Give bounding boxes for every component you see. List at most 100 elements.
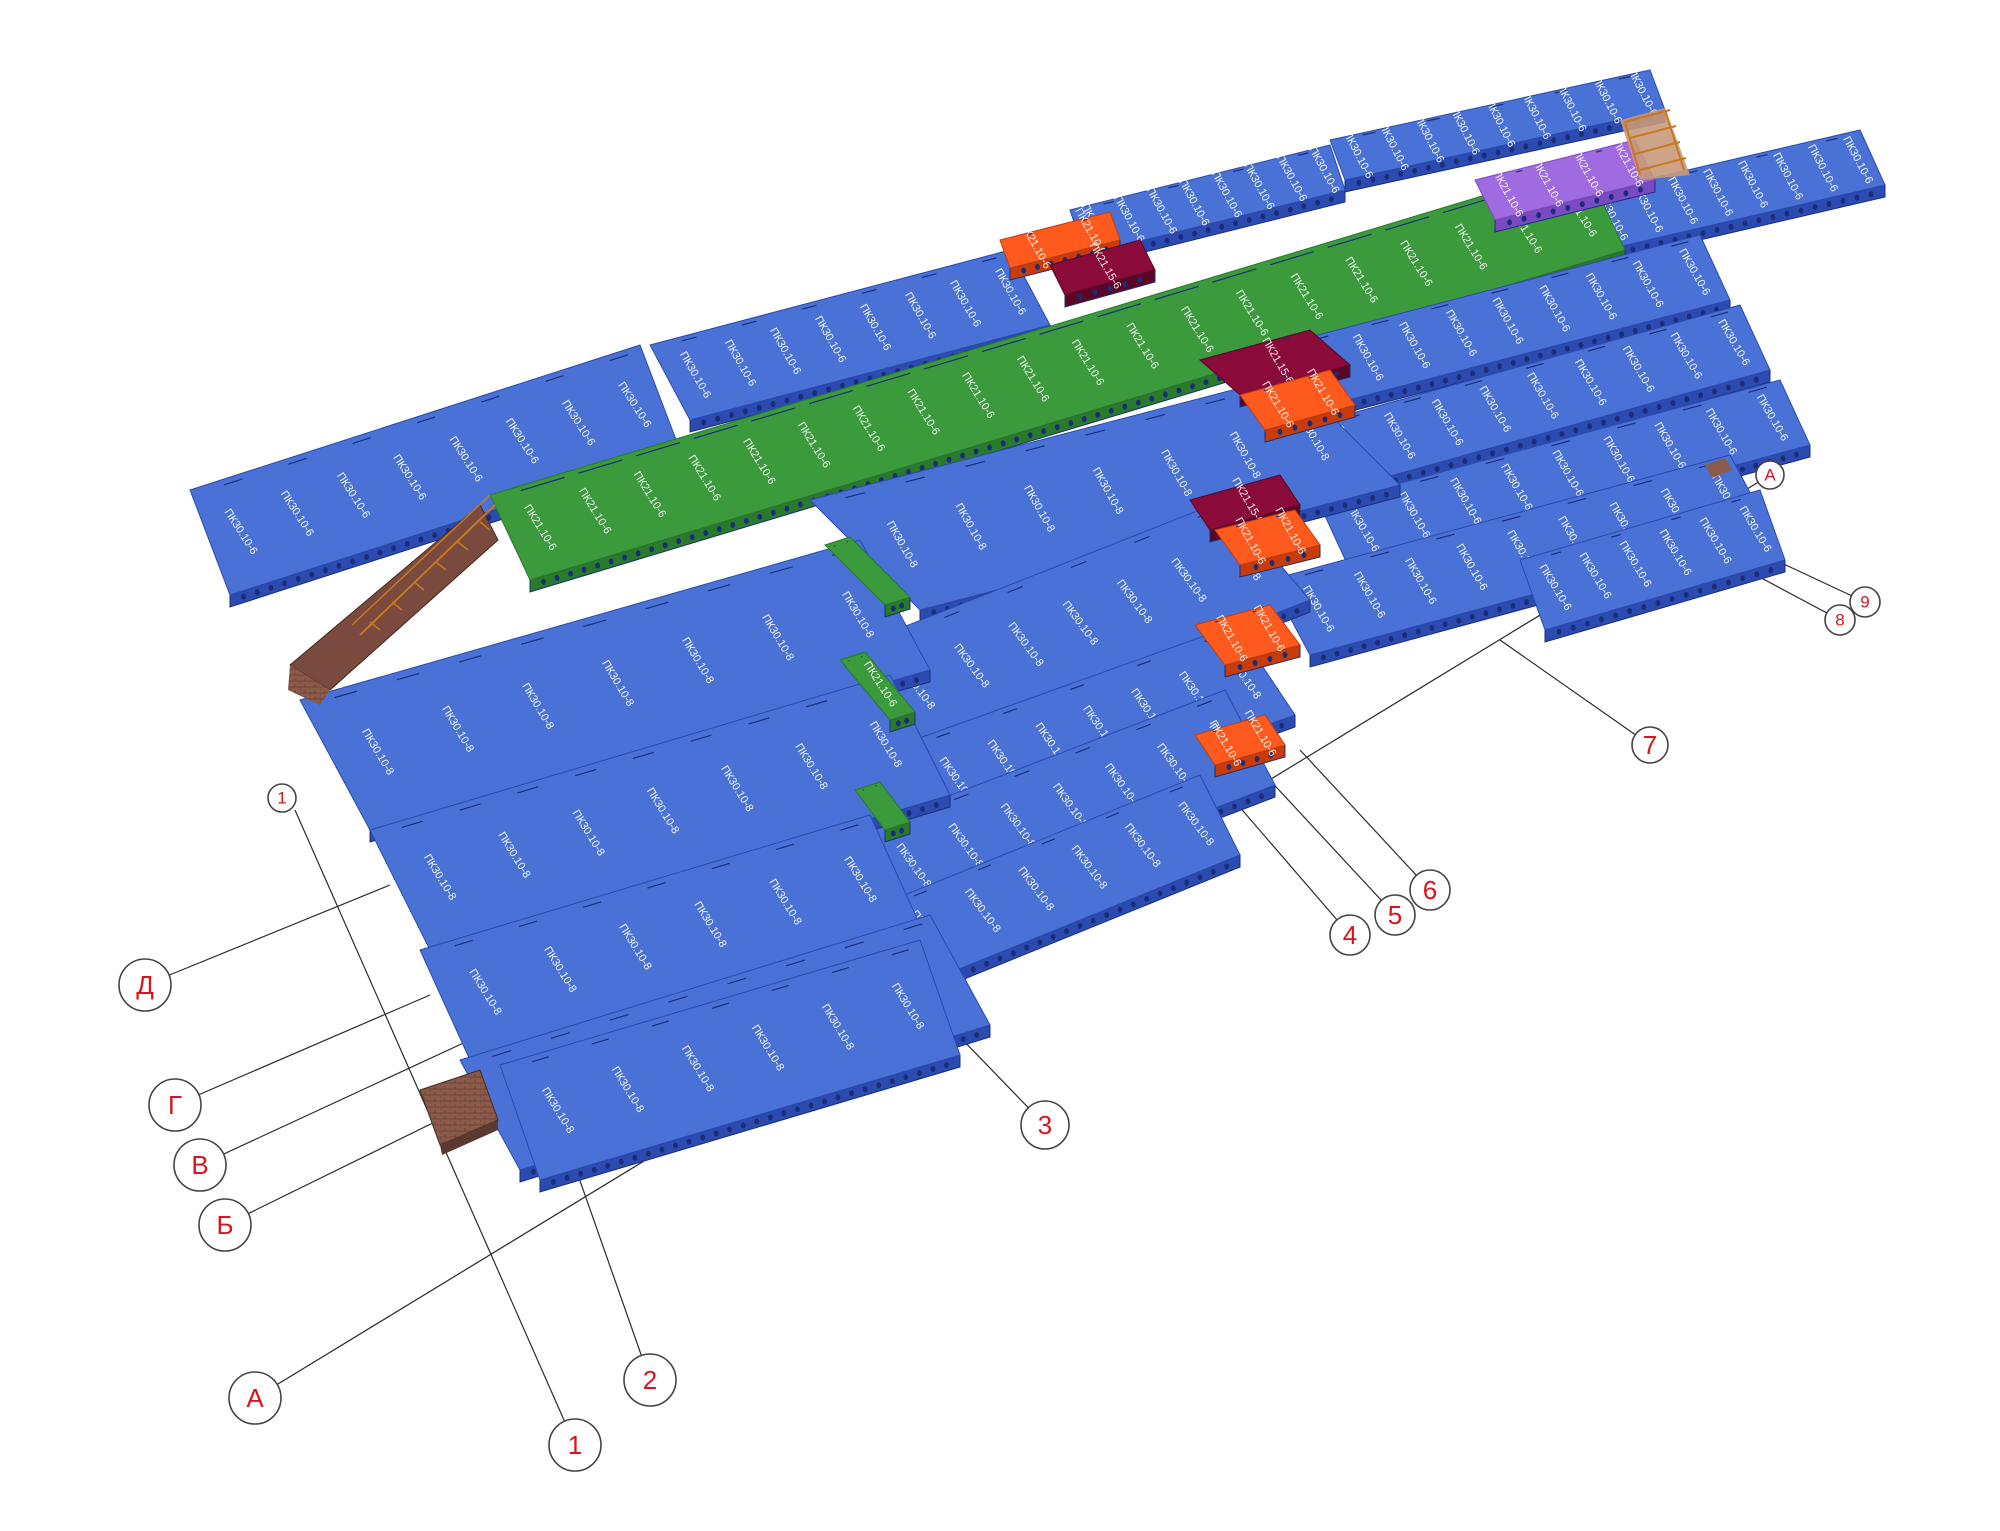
slab-hollow-core xyxy=(1245,798,1251,805)
slab-hollow-core xyxy=(797,501,803,508)
slab-joint-dash xyxy=(1007,585,1024,594)
slab-hollow-core xyxy=(1728,223,1734,230)
slab-hollow-core xyxy=(1420,469,1426,476)
svg-text:А: А xyxy=(246,1383,264,1413)
slab-hollow-core xyxy=(1041,428,1047,435)
slab-joint-dash xyxy=(1587,345,1606,352)
slab-hollow-core xyxy=(1246,216,1252,223)
slab-hollow-core xyxy=(1329,505,1334,512)
slab-hollow-core xyxy=(618,1158,624,1165)
slab-hollow-core xyxy=(1337,412,1343,419)
slab-top-face xyxy=(999,211,1121,269)
slab-hollow-core xyxy=(1388,391,1394,398)
slab-hollow-core xyxy=(1565,345,1570,352)
axis-bubble-V: В xyxy=(173,1138,227,1192)
slab-top-face xyxy=(369,674,951,951)
slab-hollow-core xyxy=(1415,384,1421,391)
slab-joint-dash xyxy=(1526,362,1544,369)
slab-hollow-core xyxy=(1812,204,1818,211)
slab-joint-dash xyxy=(1362,131,1376,136)
slab-hollow-core xyxy=(1550,208,1556,215)
slab-joint-dash xyxy=(1027,232,1033,235)
slab-hollow-core xyxy=(1135,399,1141,406)
slab-joint-dash xyxy=(288,457,307,465)
slab-hollow-core xyxy=(1370,495,1375,502)
slab-joint-dash xyxy=(1617,422,1636,429)
slab-joint-dash xyxy=(770,566,793,574)
slab-joint-dash xyxy=(1370,551,1390,558)
slab-hollow-core xyxy=(1632,327,1638,334)
axis-line-7 xyxy=(1499,639,1651,746)
slab-hollow-core xyxy=(899,602,905,609)
slab-joint-dash xyxy=(1154,285,1199,301)
slab-hollow-core xyxy=(1274,210,1279,217)
slab-hollow-core xyxy=(1712,388,1717,395)
slab-top-face xyxy=(1319,379,1811,571)
slab-hollow-core xyxy=(1579,201,1585,208)
slab-hollow-core xyxy=(1655,600,1661,607)
slab-hollow-core xyxy=(432,532,437,539)
slab-joint-dash xyxy=(693,424,738,440)
slab-hollow-core xyxy=(795,1106,800,1113)
slab-joint-dash xyxy=(545,374,564,382)
slab-joint-dash xyxy=(1611,256,1629,263)
slab-hollow-core xyxy=(1301,552,1307,558)
slab-hollow-core xyxy=(703,530,709,537)
slab-hollow-core xyxy=(903,1074,909,1081)
slab-hollow-core xyxy=(1510,602,1516,609)
slab-hollow-core xyxy=(770,401,776,408)
slab-joint-dash xyxy=(1213,730,1217,733)
slab-hollow-core xyxy=(1027,432,1033,439)
slab-top-face xyxy=(499,939,961,1181)
slab-joint-dash xyxy=(1308,376,1313,379)
slab-hollow-core xyxy=(987,444,993,451)
slab-joint-dash xyxy=(1595,149,1603,153)
slab-joint-dash xyxy=(1419,475,1439,483)
slab-joint-dash xyxy=(531,1056,549,1063)
slab-hollow-core xyxy=(700,1134,705,1141)
slab-joint-dash xyxy=(1103,200,1114,205)
slab-hollow-core xyxy=(1095,411,1101,418)
slab-joint-dash xyxy=(1276,515,1280,518)
slab-hollow-core xyxy=(1176,387,1182,394)
axis-bubble-A: А xyxy=(228,1371,282,1425)
slab-hollow-core xyxy=(1579,131,1584,138)
slab-hollow-core xyxy=(323,567,328,574)
slab-hollow-core xyxy=(1509,146,1515,153)
slab-joint-dash xyxy=(583,619,607,628)
slab-joint-dash xyxy=(223,478,243,486)
slab-hollow-core xyxy=(662,542,668,549)
slab-hollow-core xyxy=(1406,473,1412,480)
slab-hollow-core xyxy=(1599,616,1604,623)
slab-joint-dash xyxy=(1371,319,1389,326)
slab-hollow-core xyxy=(581,566,587,573)
slab-hollow-core xyxy=(1565,204,1571,211)
slab-hollow-core xyxy=(913,676,919,683)
slab-hollow-core xyxy=(1287,206,1293,213)
slab-hollow-core xyxy=(649,546,655,553)
slab-hollow-core xyxy=(899,827,905,834)
slab-hollow-core xyxy=(659,1146,665,1153)
slab-joint-dash xyxy=(609,1013,629,1021)
slab-joint-dash xyxy=(1431,303,1449,310)
slab-hollow-core xyxy=(1442,621,1448,628)
slab-hollow-core xyxy=(1601,419,1606,426)
right-small-stair xyxy=(1705,458,1732,478)
slab-hollow-core xyxy=(1697,587,1703,594)
slab-hollow-core xyxy=(930,1066,936,1073)
slab-hollow-core xyxy=(1521,215,1527,222)
slab-hollow-core xyxy=(1294,608,1300,615)
slab-joint-dash xyxy=(1515,169,1523,173)
slab-joint-dash xyxy=(913,890,928,897)
slab-hollow-core xyxy=(1613,612,1618,619)
slab-top-face xyxy=(299,539,931,831)
slab-hollow-core xyxy=(673,1142,678,1149)
slab-hollow-core xyxy=(1584,620,1590,627)
slab-hollow-core xyxy=(1277,428,1283,435)
slab-hollow-core xyxy=(853,379,859,386)
axis-bubble-B: Б xyxy=(198,1198,252,1252)
slab-joint-dash xyxy=(1136,723,1152,731)
